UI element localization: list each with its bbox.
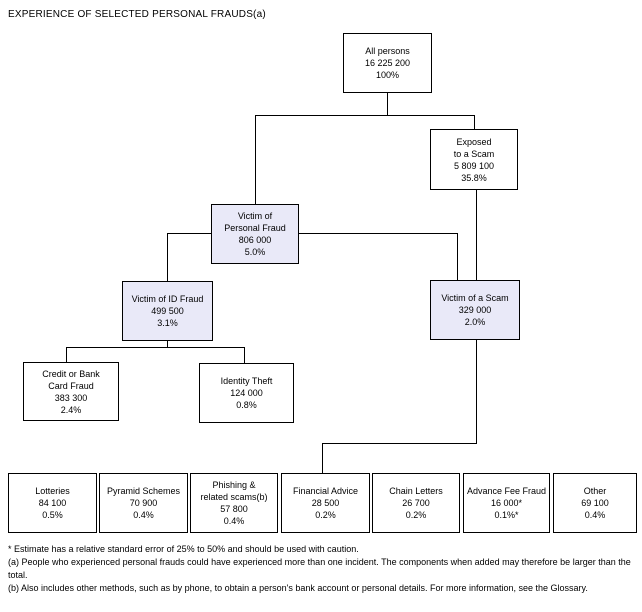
node-label: related scams(b) (200, 492, 268, 502)
node-pyramid-schemes: Pyramid Schemes 70 900 0.4% (99, 473, 188, 533)
node-label: Identity Theft (220, 376, 273, 386)
node-percent: 0.1%* (494, 510, 519, 520)
connector-line (167, 341, 168, 347)
node-value: 28 500 (311, 498, 340, 508)
node-label: Exposed (456, 136, 492, 147)
node-victim-of-scam: Victim of a Scam 329 000 2.0% (430, 280, 520, 340)
node-value: 84 100 (38, 498, 67, 508)
node-lotteries: Lotteries 84 100 0.5% (8, 473, 97, 533)
node-victim-personal-fraud: Victim of Personal Fraud 806 000 5.0% (211, 204, 299, 264)
node-value: 383 300 (54, 392, 88, 403)
connector-line (322, 443, 323, 473)
connector-line (244, 347, 245, 363)
connector-line (167, 233, 168, 281)
node-label: Credit or Bank (42, 368, 100, 379)
node-percent: 0.5% (42, 510, 63, 520)
connector-line (167, 233, 211, 234)
node-label: Chain Letters (389, 486, 443, 496)
node-label: Advance Fee Fraud (466, 486, 547, 496)
connector-line (387, 93, 388, 115)
node-label: Victim of (237, 211, 273, 221)
node-percent: 0.8% (236, 400, 257, 410)
node-label: All persons (365, 46, 410, 56)
node-identity-theft: Identity Theft 124 000 0.8% (199, 363, 294, 423)
footnote-asterisk: * Estimate has a relative standard error… (8, 544, 359, 554)
node-label: Financial Advice (292, 486, 359, 496)
node-credit-bank-card-fraud: Credit or Bank Card Fraud 383 300 2.4% (23, 362, 119, 421)
node-value: 70 900 (129, 498, 158, 508)
node-percent: 0.2% (315, 510, 336, 520)
node-value: 69 100 (581, 498, 609, 508)
node-value: 499 500 (151, 306, 184, 316)
node-percent: 5.0% (244, 247, 266, 257)
node-label: Other (583, 486, 607, 496)
node-label: Pyramid Schemes (106, 486, 181, 496)
node-label: Lotteries (35, 486, 70, 496)
connector-line (476, 190, 477, 280)
node-percent: 35.8% (461, 172, 487, 183)
node-value: 16 225 200 (364, 58, 411, 68)
node-label: Phishing & (212, 480, 256, 490)
node-financial-advice: Financial Advice 28 500 0.2% (281, 473, 370, 533)
connector-line (66, 347, 245, 348)
node-label: Victim of a Scam (441, 293, 509, 303)
node-percent: 0.2% (405, 510, 427, 520)
node-percent: 0.4% (223, 516, 245, 526)
node-exposed-to-scam: Exposed to a Scam 5 809 100 35.8% (430, 129, 518, 190)
connector-line (476, 340, 477, 443)
node-label: to a Scam (453, 148, 495, 159)
node-label: Personal Fraud (224, 223, 286, 233)
connector-line (457, 233, 458, 280)
node-value: 329 000 (458, 305, 492, 315)
footnote-a: (a) People who experienced personal frau… (8, 557, 631, 580)
footnotes: * Estimate has a relative standard error… (8, 543, 638, 595)
node-chain-letters: Chain Letters 26 700 0.2% (372, 473, 460, 533)
node-percent: 2.0% (464, 317, 486, 327)
connector-line (322, 443, 477, 444)
node-other: Other 69 100 0.4% (553, 473, 637, 533)
node-percent: 0.4% (133, 510, 154, 520)
node-percent: 2.4% (60, 404, 82, 415)
node-value: 16 000* (490, 498, 523, 508)
node-value: 26 700 (402, 498, 430, 508)
node-percent: 100% (375, 70, 400, 80)
node-advance-fee-fraud: Advance Fee Fraud 16 000* 0.1%* (463, 473, 550, 533)
node-value: 806 000 (238, 235, 272, 245)
node-percent: 0.4% (584, 510, 606, 520)
connector-line (474, 115, 475, 129)
node-percent: 3.1% (157, 318, 178, 328)
node-value: 57 800 (220, 504, 248, 514)
node-value: 5 809 100 (453, 160, 495, 171)
connector-line (299, 233, 457, 234)
connector-line (66, 347, 67, 362)
node-all-persons: All persons 16 225 200 100% (343, 33, 432, 93)
footnote-b: (b) Also includes other methods, such as… (8, 583, 588, 593)
node-label: Card Fraud (48, 380, 94, 391)
connector-line (255, 115, 256, 204)
node-value: 124 000 (230, 388, 263, 398)
page-title: EXPERIENCE OF SELECTED PERSONAL FRAUDS(a… (8, 9, 266, 20)
node-label: Victim of ID Fraud (131, 294, 204, 304)
node-phishing: Phishing & related scams(b) 57 800 0.4% (190, 473, 278, 533)
connector-line (255, 115, 475, 116)
node-victim-id-fraud: Victim of ID Fraud 499 500 3.1% (122, 281, 213, 341)
